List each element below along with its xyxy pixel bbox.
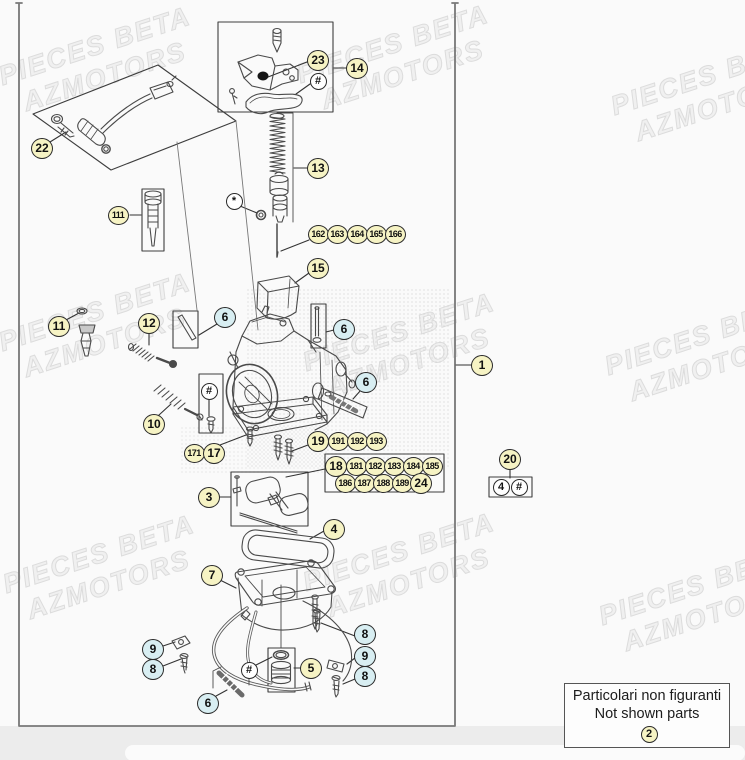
not-shown-parts-line-it: Particolari non figuranti: [572, 688, 722, 704]
float-bowl-drawing: [234, 559, 336, 649]
bowl-gasket-drawing: [241, 529, 335, 569]
carburetor-body-drawing: [225, 305, 368, 465]
not-shown-parts-line-en: Not shown parts: [594, 705, 700, 722]
page-edge-highlight: [125, 745, 745, 760]
leader-lines: [49, 61, 511, 697]
throttle-cover-drawing: [229, 27, 303, 115]
float-assembly-drawing: [232, 475, 309, 534]
diagram-frame: [15, 2, 459, 727]
not-shown-parts-box: Particolari non figuranti Not shown part…: [564, 683, 730, 748]
slide-spring-needle-drawing: [255, 112, 300, 320]
needle-jet-drawing: [144, 190, 162, 247]
choke-assembly-drawing: [50, 75, 177, 154]
